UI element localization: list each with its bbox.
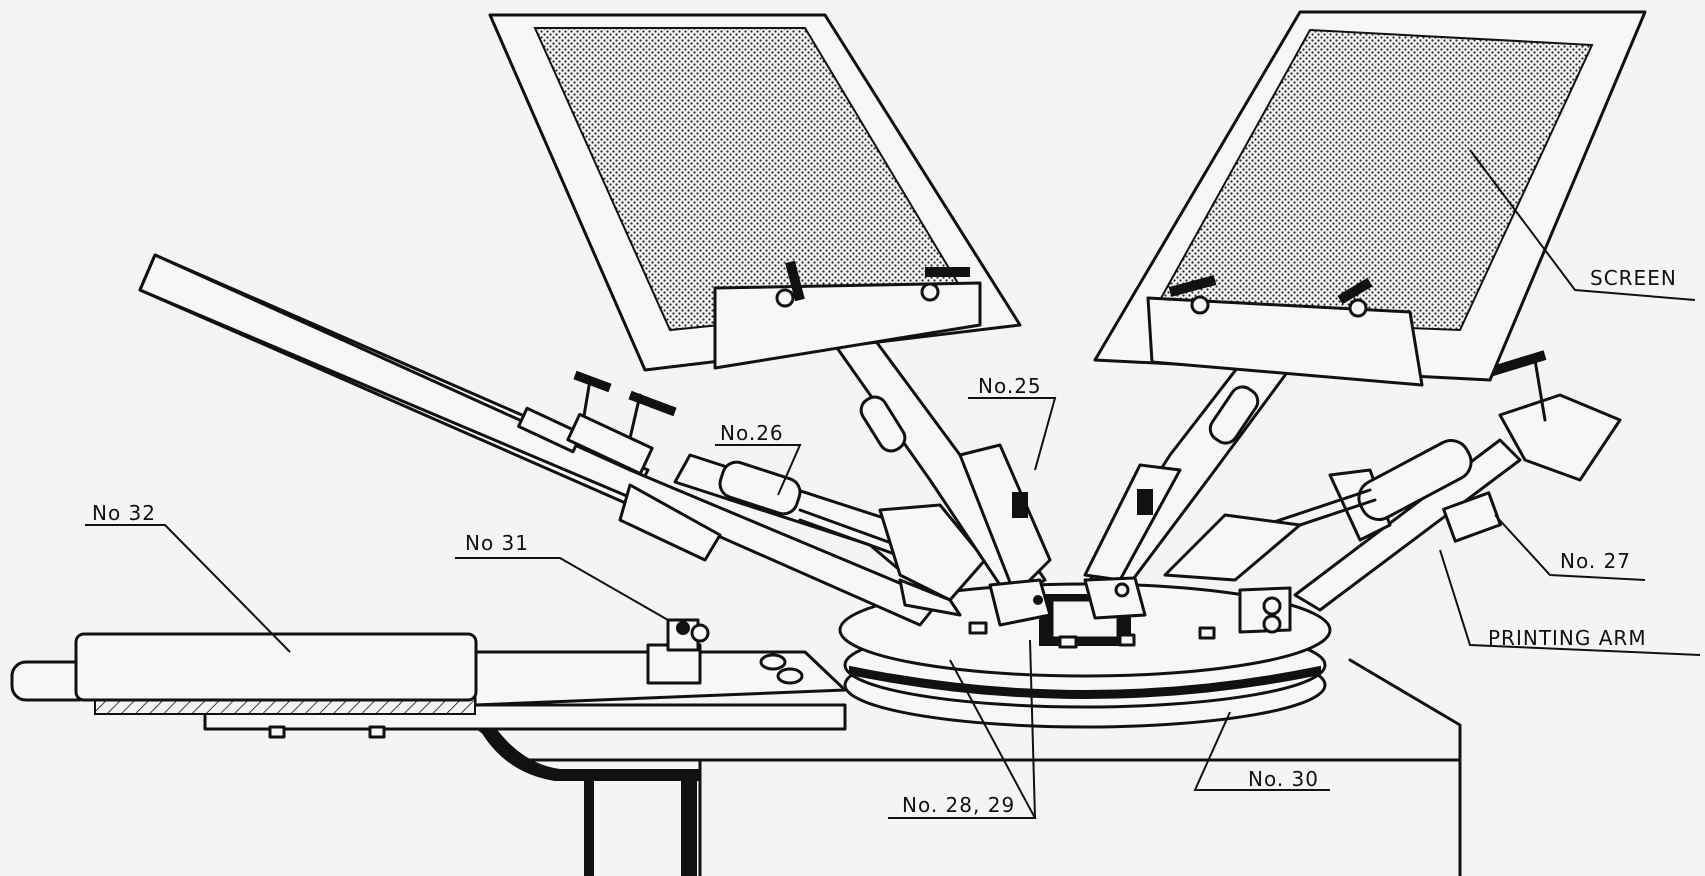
- label-no31: No 31: [465, 531, 529, 555]
- left-screen-bracket: [833, 338, 1052, 627]
- callout-labels: SCREEN No.25 No.26 No. 27 PRINTING ARM N…: [92, 266, 1677, 817]
- left-holder-arm: [673, 453, 987, 617]
- label-no30: No. 30: [1248, 767, 1319, 791]
- left-screen-frame: [488, 13, 1022, 372]
- label-no28-29: No. 28, 29: [902, 793, 1015, 817]
- label-no26: No.26: [720, 421, 784, 445]
- pallet-assembly: [10, 632, 847, 739]
- right-printing-arm: [1163, 350, 1622, 634]
- base-table: [478, 658, 1462, 876]
- label-no32: No 32: [92, 501, 156, 525]
- clamp-no31: [646, 618, 710, 685]
- leader-lines: [85, 149, 1701, 819]
- label-printing-arm: PRINTING ARM: [1488, 626, 1647, 650]
- label-screen: SCREEN: [1590, 266, 1677, 290]
- right-screen-bracket: [1083, 343, 1302, 620]
- label-no27: No. 27: [1560, 549, 1631, 573]
- right-screen-frame: [1093, 10, 1647, 387]
- label-no25: No.25: [978, 374, 1042, 398]
- left-side-arm: [138, 253, 942, 627]
